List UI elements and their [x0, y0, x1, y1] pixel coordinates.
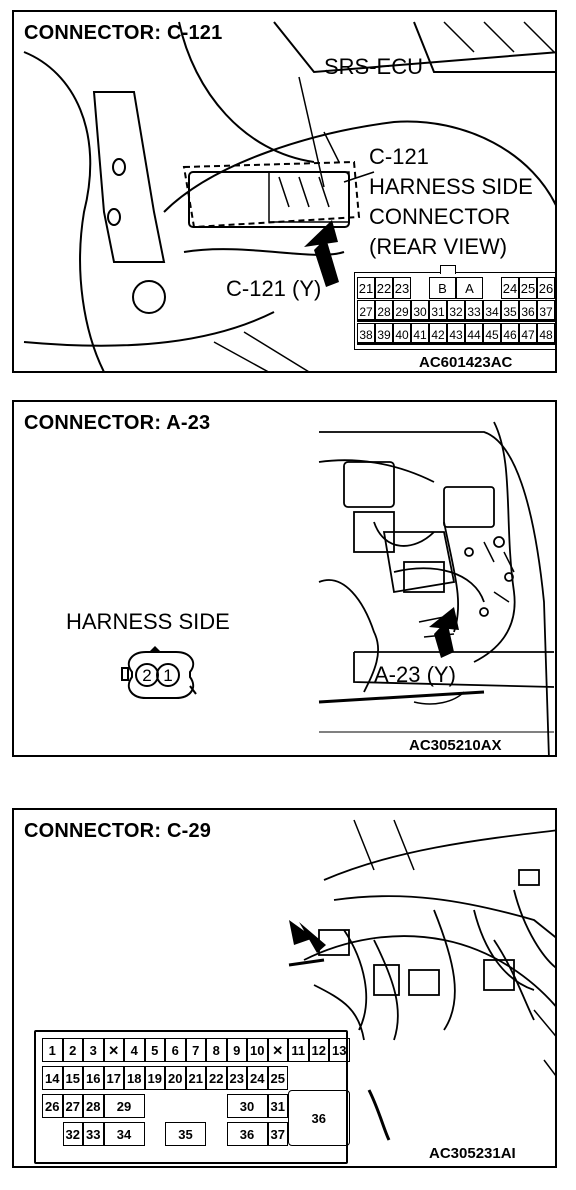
- blank-pin-marker: ✕: [267, 1038, 288, 1062]
- pin-cell: 34: [483, 300, 501, 322]
- pin-cell: 3: [83, 1038, 104, 1062]
- pin-cell: 33: [83, 1122, 104, 1146]
- pin-cell: 31: [267, 1094, 288, 1118]
- pin-cell: 23: [226, 1066, 247, 1090]
- pin-cell: 40: [393, 323, 411, 345]
- pin-cell: 5: [144, 1038, 165, 1062]
- pin-cell: 30: [411, 300, 429, 322]
- pin-cell: 44: [465, 323, 483, 345]
- pin-cell: 27: [357, 300, 375, 322]
- pin-cell: 34: [103, 1122, 145, 1146]
- a23-connector-face: [121, 651, 197, 699]
- connector-color-label: A-23 (Y): [374, 662, 456, 687]
- pin-cell: 19: [144, 1066, 165, 1090]
- pin-cell: 21: [357, 277, 375, 299]
- pin-cell: 32: [62, 1122, 83, 1146]
- pin-cell: 31: [429, 300, 447, 322]
- pin-cell: B: [429, 277, 456, 299]
- pin-cell: 22: [375, 277, 393, 299]
- pin-cell: 36: [226, 1122, 268, 1146]
- pin-cell: 45: [483, 323, 501, 345]
- pin-cell: 32: [447, 300, 465, 322]
- pin-cell: 25: [267, 1066, 288, 1090]
- pin-cell: 22: [206, 1066, 227, 1090]
- figure-code: AC305231AI: [429, 1145, 516, 1162]
- pin-cell: 13: [329, 1038, 350, 1062]
- pin-cell: 37: [267, 1122, 288, 1146]
- srs-ecu-label: SRS-ECU: [324, 54, 424, 79]
- pin-cell: 28: [375, 300, 393, 322]
- pin-cell: 35: [501, 300, 519, 322]
- pin-cell: 47: [519, 323, 537, 345]
- pin-cell: 26: [42, 1094, 63, 1118]
- pin-cell: 29: [393, 300, 411, 322]
- connector-a23-panel: CONNECTOR: A-23 HARNESS SIDE A-23 (Y) 2 …: [12, 400, 557, 757]
- pin-cell: 36: [519, 300, 537, 322]
- pin-cell: 29: [103, 1094, 145, 1118]
- pin-cell: 37: [537, 300, 555, 322]
- pin-cell: 42: [429, 323, 447, 345]
- pin-cell: 20: [165, 1066, 186, 1090]
- pin-cell: 8: [206, 1038, 227, 1062]
- connector-word-label: CONNECTOR: [369, 204, 511, 229]
- pin-cell: 24: [501, 277, 519, 299]
- panel-title: CONNECTOR: A-23: [24, 412, 211, 434]
- connector-color-label: C-121 (Y): [226, 276, 322, 301]
- pin-cell: 33: [465, 300, 483, 322]
- pin-cell: 24: [247, 1066, 268, 1090]
- figure-code: AC601423AC: [419, 354, 513, 371]
- panel-title: CONNECTOR: C-121: [24, 22, 223, 44]
- pin-cell: 27: [62, 1094, 83, 1118]
- pin-cell: 10: [247, 1038, 268, 1062]
- pin-cell: 43: [447, 323, 465, 345]
- connector-c121-panel: CONNECTOR: C-121 SRS-ECU C-121 HARNESS S…: [12, 10, 557, 373]
- harness-side-label: HARNESS SIDE: [66, 609, 230, 634]
- figure-code: AC305210AX: [409, 737, 502, 754]
- pin-cell: 21: [185, 1066, 206, 1090]
- pin-cell: 6: [165, 1038, 186, 1062]
- pin-cell: A: [456, 277, 483, 299]
- pin-cell: 23: [393, 277, 411, 299]
- engine-bay-drawing: [121, 421, 555, 755]
- pin-cell: 11: [288, 1038, 309, 1062]
- pin-cell: 46: [501, 323, 519, 345]
- dashboard-harness-drawing: [288, 819, 555, 1141]
- pin-cell: 1: [42, 1038, 63, 1062]
- pin-2: 2: [142, 666, 152, 685]
- pin-cell: 38: [357, 323, 375, 345]
- pin-cell: 35: [165, 1122, 206, 1146]
- pin-cell: 30: [226, 1094, 268, 1118]
- harness-side-label: HARNESS SIDE: [369, 174, 533, 199]
- pin-cell: 4: [124, 1038, 145, 1062]
- pin-cell: 12: [308, 1038, 329, 1062]
- pin-cell: 36: [288, 1090, 350, 1146]
- pin-cell: 48: [537, 323, 555, 345]
- pin-cell: 2: [62, 1038, 83, 1062]
- connector-id-label: C-121: [369, 144, 429, 169]
- pin-cell: 9: [226, 1038, 247, 1062]
- pin-cell: 39: [375, 323, 393, 345]
- pin-cell: 17: [103, 1066, 124, 1090]
- pin-cell: 26: [537, 277, 555, 299]
- srs-ecu-location-drawing: [23, 21, 555, 371]
- panel-title: CONNECTOR: C-29: [24, 820, 212, 842]
- pin-cell: 14: [42, 1066, 63, 1090]
- pin-cell: 28: [83, 1094, 104, 1118]
- pin-cell: 41: [411, 323, 429, 345]
- pin-cell: 25: [519, 277, 537, 299]
- pin-cell: 15: [62, 1066, 83, 1090]
- pin-cell: 7: [185, 1038, 206, 1062]
- pin-1: 1: [163, 666, 173, 685]
- rear-view-label: (REAR VIEW): [369, 234, 508, 259]
- blank-pin-marker: ✕: [103, 1038, 124, 1062]
- pin-cell: 18: [124, 1066, 145, 1090]
- connector-lock-tab: [439, 265, 456, 274]
- pin-cell: 16: [83, 1066, 104, 1090]
